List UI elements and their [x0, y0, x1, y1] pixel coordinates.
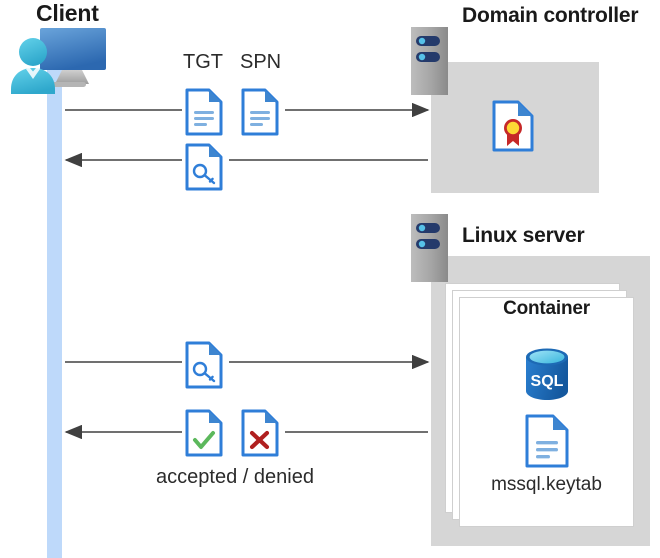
ticket-key-document-icon	[185, 341, 223, 389]
domain-controller-server-icon	[411, 27, 448, 95]
linux-server-title: Linux server	[462, 224, 585, 247]
spn-label: SPN	[240, 51, 282, 73]
accepted-denied-label: accepted / denied	[156, 466, 314, 488]
tgt-document-icon	[185, 88, 223, 136]
sql-database-icon: SQL	[521, 346, 573, 402]
client-lifeline	[47, 62, 62, 558]
linux-server-server-icon	[411, 214, 448, 282]
denied-cross-document-icon	[241, 409, 279, 457]
container-card-front: Container	[459, 297, 634, 527]
client-title: Client	[36, 0, 99, 26]
container-title: Container	[503, 298, 590, 319]
spn-document-icon	[241, 88, 279, 136]
certificate-document-icon	[492, 100, 534, 152]
accepted-check-document-icon	[185, 409, 223, 457]
keytab-filename-label: mssql.keytab	[491, 474, 602, 495]
client-computer-user-icon	[8, 24, 118, 94]
keytab-document-icon	[525, 414, 569, 468]
ticket-key-document-icon	[185, 143, 223, 191]
tgt-label: TGT	[183, 51, 223, 73]
svg-text:SQL: SQL	[530, 373, 563, 390]
domain-controller-title: Domain controller	[462, 4, 639, 27]
